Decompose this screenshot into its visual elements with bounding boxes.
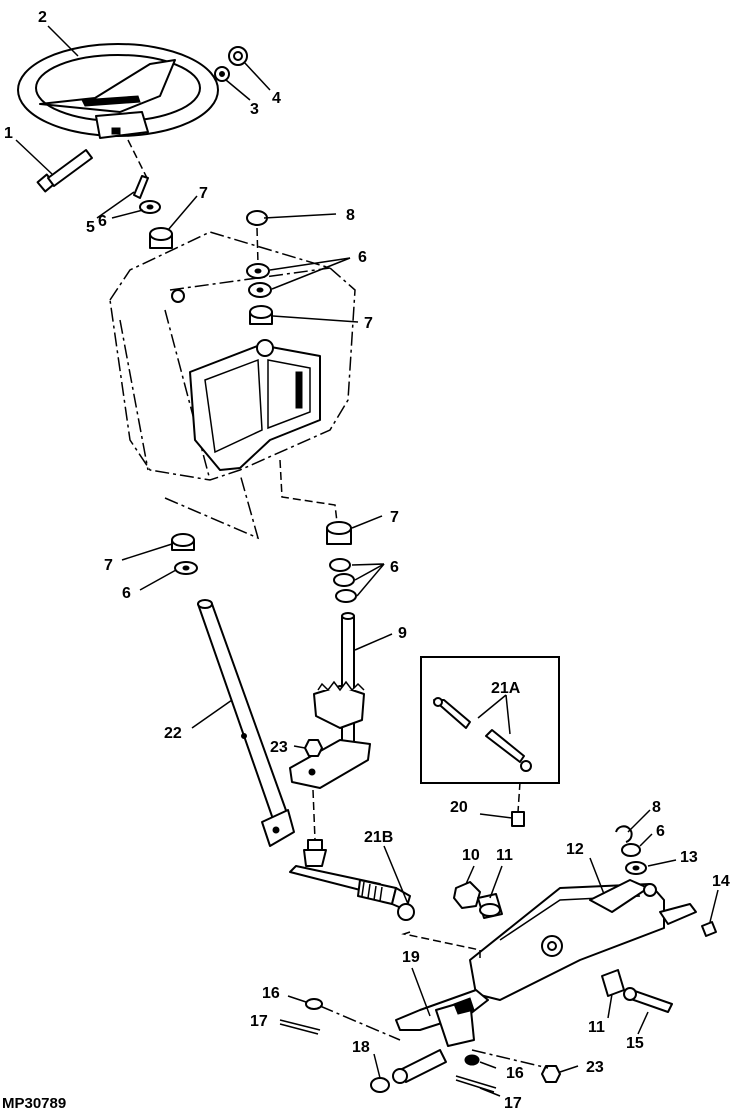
callout-11-b: 11 [588, 1019, 605, 1036]
bolt-under-plate [303, 839, 327, 867]
washer-13 [625, 861, 647, 875]
callout-6-b: 6 [358, 249, 367, 266]
callout-5: 5 [86, 219, 95, 236]
washer-6-upper-left [139, 200, 161, 214]
bushing-11-lower [601, 969, 625, 997]
steering-arm-19 [395, 989, 489, 1047]
nut-23-upper [304, 739, 323, 757]
callout-11-a: 11 [496, 847, 513, 864]
callout-4: 4 [272, 90, 281, 107]
stud-5 [133, 175, 149, 199]
callout-7-b: 7 [364, 315, 373, 332]
callout-7-a: 7 [199, 185, 208, 202]
callout-6-c: 6 [122, 585, 131, 602]
callout-13: 13 [680, 849, 698, 866]
callout-7-c: 7 [390, 509, 399, 526]
nut-16-lower [464, 1054, 480, 1066]
callout-17-a: 17 [250, 1013, 268, 1030]
callout-8-a: 8 [346, 207, 355, 224]
callout-6-e: 6 [656, 823, 665, 840]
washer-8-lower [615, 825, 633, 843]
washer-6-upper-right-a [246, 263, 270, 279]
steering-wheel [17, 43, 219, 139]
callout-10: 10 [462, 847, 480, 864]
callout-15: 15 [626, 1035, 644, 1052]
bushing-11-upper [477, 893, 503, 919]
steering-shaft-22 [197, 599, 295, 847]
bushing-7-lower-right [326, 521, 352, 545]
bushing-7-upper-right [249, 305, 273, 325]
bolt-15 [623, 987, 673, 1013]
washer-6-upper-right-b [248, 282, 272, 298]
fitting-14 [701, 921, 717, 937]
callout-17-b: 17 [504, 1095, 522, 1112]
callout-23-a: 23 [270, 739, 288, 756]
bushing-7-upper-left [149, 227, 173, 249]
callout-6-d: 6 [390, 559, 399, 576]
bushing-7-lower-left [171, 533, 195, 551]
washer-6-lower-axle [621, 843, 641, 857]
callout-9: 9 [398, 625, 407, 642]
callout-16-a: 16 [262, 985, 280, 1002]
callout-3: 3 [250, 101, 259, 118]
callout-19: 19 [402, 949, 420, 966]
nut-10 [453, 881, 481, 909]
drag-link-21B [289, 865, 415, 921]
front-axle-12 [469, 879, 665, 1001]
callout-21A: 21A [491, 680, 521, 697]
callout-6-a: 6 [98, 213, 107, 230]
callout-21B: 21B [364, 829, 393, 846]
callout-labels: 1 2 3 4 5 6 7 8 6 7 7 7 6 6 9 22 23 21A … [2, 9, 730, 1112]
figure-id: MP30789 [2, 1095, 66, 1112]
callout-8-b: 8 [652, 799, 661, 816]
nut-20 [511, 811, 525, 827]
washer-6-lower-right-c [335, 589, 357, 603]
callout-23-b: 23 [586, 1059, 604, 1076]
leader-lines [15, 25, 719, 1097]
washer-6-lower-left [174, 561, 198, 575]
callout-2: 2 [38, 9, 47, 26]
callout-7-d: 7 [104, 557, 113, 574]
spindle-18 [370, 1049, 447, 1093]
bolt-1 [36, 149, 93, 193]
callout-14: 14 [712, 873, 730, 890]
callout-12: 12 [566, 841, 584, 858]
steering-console-frame [109, 231, 356, 481]
cotter-pin-17-lower [455, 1075, 497, 1093]
callout-20: 20 [450, 799, 468, 816]
nut-3 [214, 66, 230, 82]
washer-6-lower-right-a [329, 558, 351, 572]
nut-4 [228, 46, 248, 66]
steering-support-bracket [171, 289, 321, 471]
callout-18: 18 [352, 1039, 370, 1056]
nut-16-upper [305, 998, 323, 1010]
sector-gear-shaft-9 [289, 612, 371, 789]
washer-6-lower-right-b [333, 573, 355, 587]
tie-rod-21A-inset [420, 656, 560, 784]
callout-22: 22 [164, 725, 182, 742]
callout-1: 1 [4, 125, 13, 142]
cotter-pin-17-upper [279, 1019, 321, 1035]
callout-16-b: 16 [506, 1065, 524, 1082]
nut-23-lower [541, 1065, 561, 1083]
tie-rod-end-right [659, 903, 697, 925]
